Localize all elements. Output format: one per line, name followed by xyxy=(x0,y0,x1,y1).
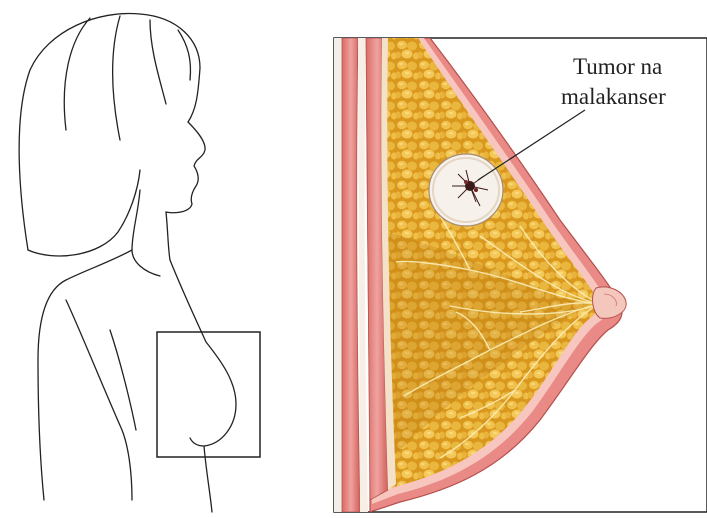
tumor-label-line1: Tumor na xyxy=(573,54,662,79)
tumor-label-line2: malakanser xyxy=(561,84,666,109)
highlight-square-icon xyxy=(157,332,260,457)
tumor-mass xyxy=(429,154,503,226)
woman-silhouette xyxy=(19,13,236,512)
